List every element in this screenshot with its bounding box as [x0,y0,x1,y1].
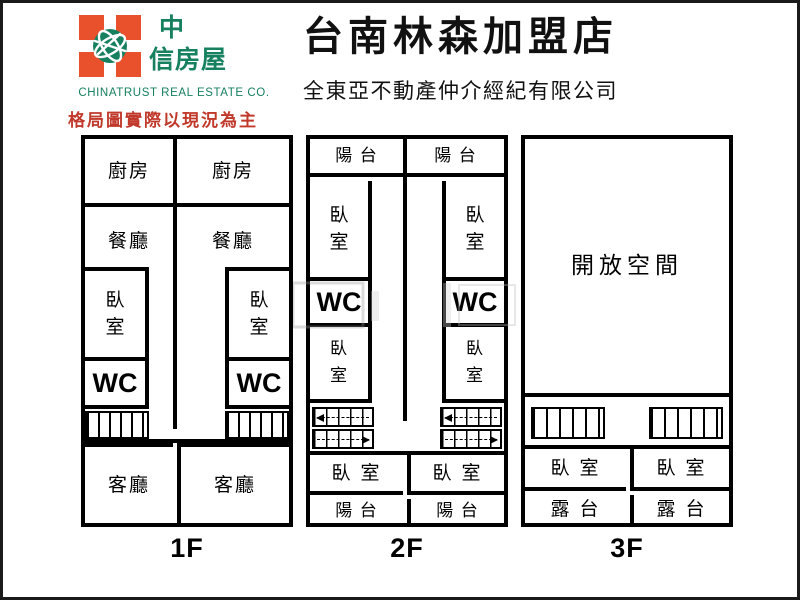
arrow-head-left-icon [444,414,452,422]
room-bedroom-upper-left: 臥 室 [310,181,372,277]
room-terrace-left: 露 台 [550,497,601,520]
room-wc-right: WC [225,357,289,409]
floor-label-1f: 1F [170,533,204,563]
room-dining-left: 餐廳 [107,229,150,252]
wall-1f-lower-divider [85,439,289,443]
globe-icon [93,29,127,63]
room-kitchen-right: 廚房 [177,139,289,207]
staircase-left-1f [85,411,149,439]
floorplan-1f: 廚房 餐廳 臥 室 WC 客廳 廚房 餐廳 臥 室 WC 客廳 [81,135,293,527]
stair-direction-arrow [444,414,497,422]
room-bedroom-bottom-right: 臥 室 [407,455,504,495]
room-bedroom-lower-left: 臥 室 [310,327,372,403]
room-wc-left-2f: WC [310,277,372,327]
floor-label-3f: 3F [610,533,644,563]
room-living-right: 客廳 [177,443,289,523]
party-wall-1f [173,139,177,429]
room-balcony-bottom-left: 陽 台 [335,500,378,521]
brand-name-chinese-row1: 中 [159,13,186,42]
page-title: 台南林森加盟店 [303,13,618,60]
title-block: 台南林森加盟店 全東亞不動產仲介經紀有限公司 [303,11,733,105]
stair-direction-arrow [317,436,370,444]
room-kitchen-left: 廚房 [85,139,173,207]
stair-direction-arrow [445,436,498,444]
room-bedroom-lower-right: 臥 室 [442,327,504,403]
arrow-head-right-icon [490,436,498,444]
floorplan-3f: 開放空間 臥 室 臥 室 露 台 露 台 [521,135,733,527]
brand-name-english: CHINATRUST REAL ESTATE CO. [78,87,270,99]
floor-label-2f: 2F [390,533,424,563]
staircase-right-upper-2f [440,407,502,427]
staircase-right-3f [649,407,723,439]
room-bedroom-left-3f: 臥 室 [525,449,626,491]
room-wc-right-2f: WC [442,277,504,327]
room-living-left: 客廳 [85,443,173,523]
brand-name-chinese: 中 信房屋 [149,9,271,83]
staircase-left-3f [531,407,605,439]
room-bedroom-bottom-left: 臥 室 [310,455,403,495]
room-dining-right: 餐廳 [211,229,254,252]
room-bedroom-left: 臥 室 [85,267,149,357]
room-open-space: 開放空間 [525,139,729,397]
brand-name-chinese-row2: 信房屋 [149,45,228,74]
room-bedroom-right-3f: 臥 室 [630,449,729,491]
header: 中 信房屋 CHINATRUST REAL ESTATE CO. 格局圖實際以現… [3,3,797,131]
room-balcony-bottom-right: 陽 台 [407,499,504,523]
party-wall-2f [403,139,407,421]
staircase-right-lower-2f [440,429,502,449]
staircase-right-1f [225,411,289,439]
staircase-left-upper-2f [312,407,374,427]
room-wc-left: WC [85,357,149,409]
chinatrust-globe-logo-icon [79,15,141,77]
page-subtitle: 全東亞不動產仲介經紀有限公司 [303,79,618,103]
arrow-head-right-icon [362,436,370,444]
disclaimer-note: 格局圖實際以現況為主 [68,111,258,131]
brand-block: 中 信房屋 CHINATRUST REAL ESTATE CO. 格局圖實際以現… [47,9,277,131]
room-bedroom-upper-right: 臥 室 [442,181,504,277]
room-terrace-right: 露 台 [630,495,729,523]
staircase-left-lower-2f [312,429,374,449]
stair-direction-arrow [316,414,369,422]
room-balcony-top-right: 陽 台 [407,139,504,177]
floorplan-2f: 陽 台 陽 台 臥 室 WC 臥 室 臥 室 陽 台 臥 室 WC 臥 室 [306,135,508,527]
wall-2f-lower-divider [310,451,504,455]
arrow-head-left-icon [316,414,324,422]
room-balcony-top-left: 陽 台 [310,139,403,177]
room-bedroom-right: 臥 室 [225,267,289,357]
wall-3f-lower-divider [525,445,729,449]
